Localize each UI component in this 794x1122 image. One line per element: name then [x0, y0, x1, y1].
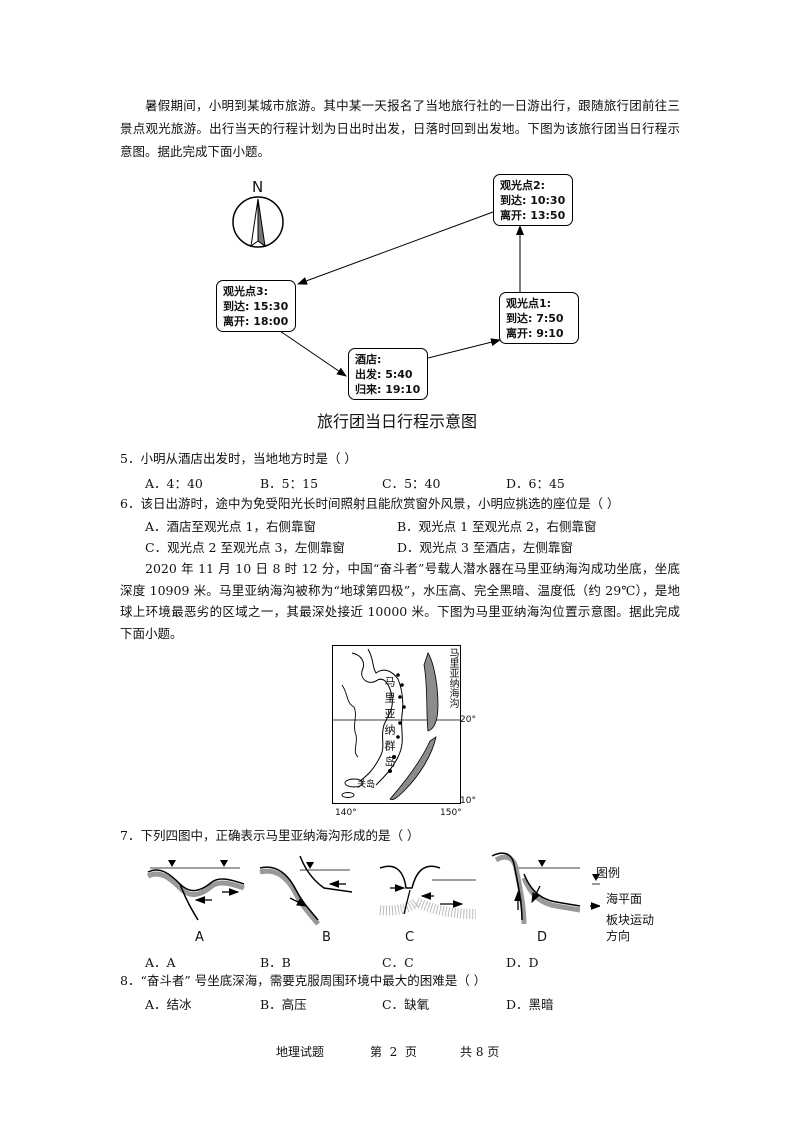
spot1-name: 观光点1: [506, 297, 552, 310]
q8-stem: 8．“奋斗者” 号坐底深海，需要克服周围环境中最大的困难是（ ） [120, 973, 487, 988]
hotel-name: 酒店: [355, 353, 382, 366]
intro-paragraph-1: 暑假期间，小明到某城市旅游。其中某一天报名了当地旅行社的一日游出行，跟随旅行团前… [120, 98, 680, 159]
map-frame [332, 645, 461, 804]
q8-option-c: C．缺氧 [382, 997, 430, 1012]
spot3-arrive: 到达: 15:30 [223, 300, 289, 313]
west-coast-outline [341, 684, 359, 758]
figure-c-label: C [405, 930, 415, 945]
plate-figures [146, 852, 600, 926]
lat-20-label: 20° [460, 715, 476, 725]
legend [590, 874, 600, 910]
figure-a [146, 860, 245, 921]
q6-option-c: C．观光点 2 至观光点 3，左侧靠窗 [145, 540, 345, 555]
lat-10-label: 10° [460, 796, 476, 806]
figure-d-label: D [537, 930, 548, 945]
q5-option-d: D．6：45 [506, 476, 565, 491]
figure-b [259, 855, 353, 926]
itinerary-caption: 旅行团当日行程示意图 [316, 412, 477, 431]
legend-plate-motion: 板块运动方向 [606, 913, 655, 943]
hotel-depart: 出发: 5:40 [355, 368, 413, 381]
figure-d [491, 852, 581, 925]
q7-stem: 7．下列四图中，正确表示马里亚纳海沟形成的是（ ） [120, 828, 420, 843]
guam-label: 关岛 [357, 780, 376, 790]
figure-a-label: A [195, 930, 204, 945]
lon-140-label: 140° [335, 808, 357, 818]
spot2-box: 观光点2: 到达: 10:30 离开: 13:50 [493, 174, 573, 226]
figure-b-label: B [322, 930, 331, 945]
footer-page: 第 2 页 [370, 1045, 417, 1059]
route-spot2-to-spot3 [297, 211, 494, 285]
island-dot [400, 683, 404, 687]
legend-sea-level: 海平面 [606, 892, 643, 906]
hotel-return: 归来: 19:10 [355, 383, 421, 396]
trench-label: 马里亚纳海沟 [447, 648, 458, 708]
q6-option-b: B．观光点 1 至观光点 2，右侧靠窗 [397, 519, 597, 534]
footer-subject: 地理试题 [276, 1045, 325, 1059]
q7-option-a: A．A [145, 955, 176, 970]
compass-needle-left [250, 198, 259, 248]
spot3-name: 观光点3: [223, 285, 269, 298]
island-dot [396, 673, 400, 677]
q6-option-a: A．酒店至观光点 1，右侧靠窗 [145, 519, 316, 534]
q5-stem: 5．小明从酒店出发时，当地地方时是（ ） [120, 451, 357, 466]
spot1-box: 观光点1: 到达: 7:50 离开: 9:10 [499, 292, 579, 344]
route-spot3-to-hotel [279, 330, 347, 377]
q7-option-c: C．C [382, 955, 414, 970]
guam-island [344, 778, 364, 788]
legend-title: 图例 [596, 866, 621, 880]
north-label: N [252, 178, 264, 196]
island-dot [398, 695, 402, 699]
q5-option-c: C．5：40 [382, 476, 441, 491]
spot2-name: 观光点2: [500, 179, 546, 192]
footer-total: 共 8 页 [460, 1045, 500, 1059]
island-arc-outline [351, 652, 393, 782]
intro-paragraph-2: 2020 年 11 月 10 日 8 时 12 分，中国“奋斗者”号载人潜水器在… [120, 561, 680, 641]
q7-option-d: D．D [506, 955, 539, 970]
spot3-leave: 离开: 18:00 [223, 315, 289, 328]
q5-option-b: B．5：15 [260, 476, 319, 491]
q8-option-b: B．高压 [260, 997, 307, 1012]
q6-stem: 6．该日出游时，途中为免受阳光长时间照射且能欣赏窗外风景，小明应挑选的座位是（ … [120, 496, 620, 511]
q5-option-a: A．4：40 [145, 476, 203, 491]
small-island [341, 792, 355, 798]
spot2-leave: 离开: 13:50 [500, 209, 566, 222]
island-dot [402, 705, 406, 709]
mariana-map [332, 645, 461, 804]
island-dot [392, 755, 396, 759]
spot2-arrive: 到达: 10:30 [500, 194, 566, 207]
hotel-box: 酒店: 出发: 5:40 归来: 19:10 [348, 348, 428, 400]
island-dot [388, 769, 392, 773]
spot1-arrive: 到达: 7:50 [506, 312, 564, 325]
q8-option-a: A．结冰 [145, 997, 192, 1012]
compass-needle-right [257, 198, 266, 248]
islands-label: 马里亚纳群岛 [383, 676, 396, 772]
island-dot [398, 721, 402, 725]
figure-c [379, 865, 477, 919]
island-arc-outline-2 [367, 648, 404, 786]
q7-option-b: B．B [260, 955, 291, 970]
trench-south [389, 736, 437, 801]
q8-option-d: D．黑暗 [506, 997, 554, 1012]
island-dot [396, 735, 400, 739]
q6-option-d: D．观光点 3 至酒店，左侧靠窗 [397, 540, 573, 555]
spot3-box: 观光点3: 到达: 15:30 离开: 18:00 [216, 280, 296, 332]
spot1-leave: 离开: 9:10 [506, 327, 564, 340]
compass-circle [232, 196, 284, 248]
lon-150-label: 150° [440, 808, 462, 818]
trench-north [423, 652, 439, 732]
